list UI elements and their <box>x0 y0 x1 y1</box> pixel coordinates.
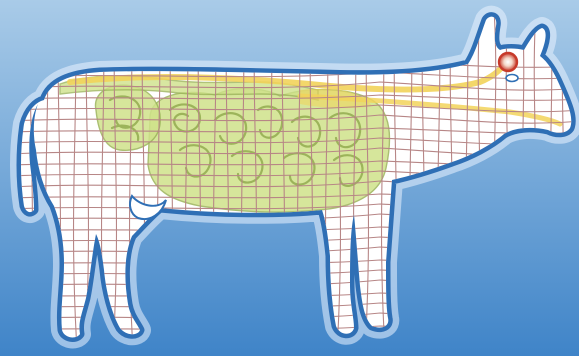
eye-icon <box>506 75 518 82</box>
rumen <box>95 85 160 150</box>
